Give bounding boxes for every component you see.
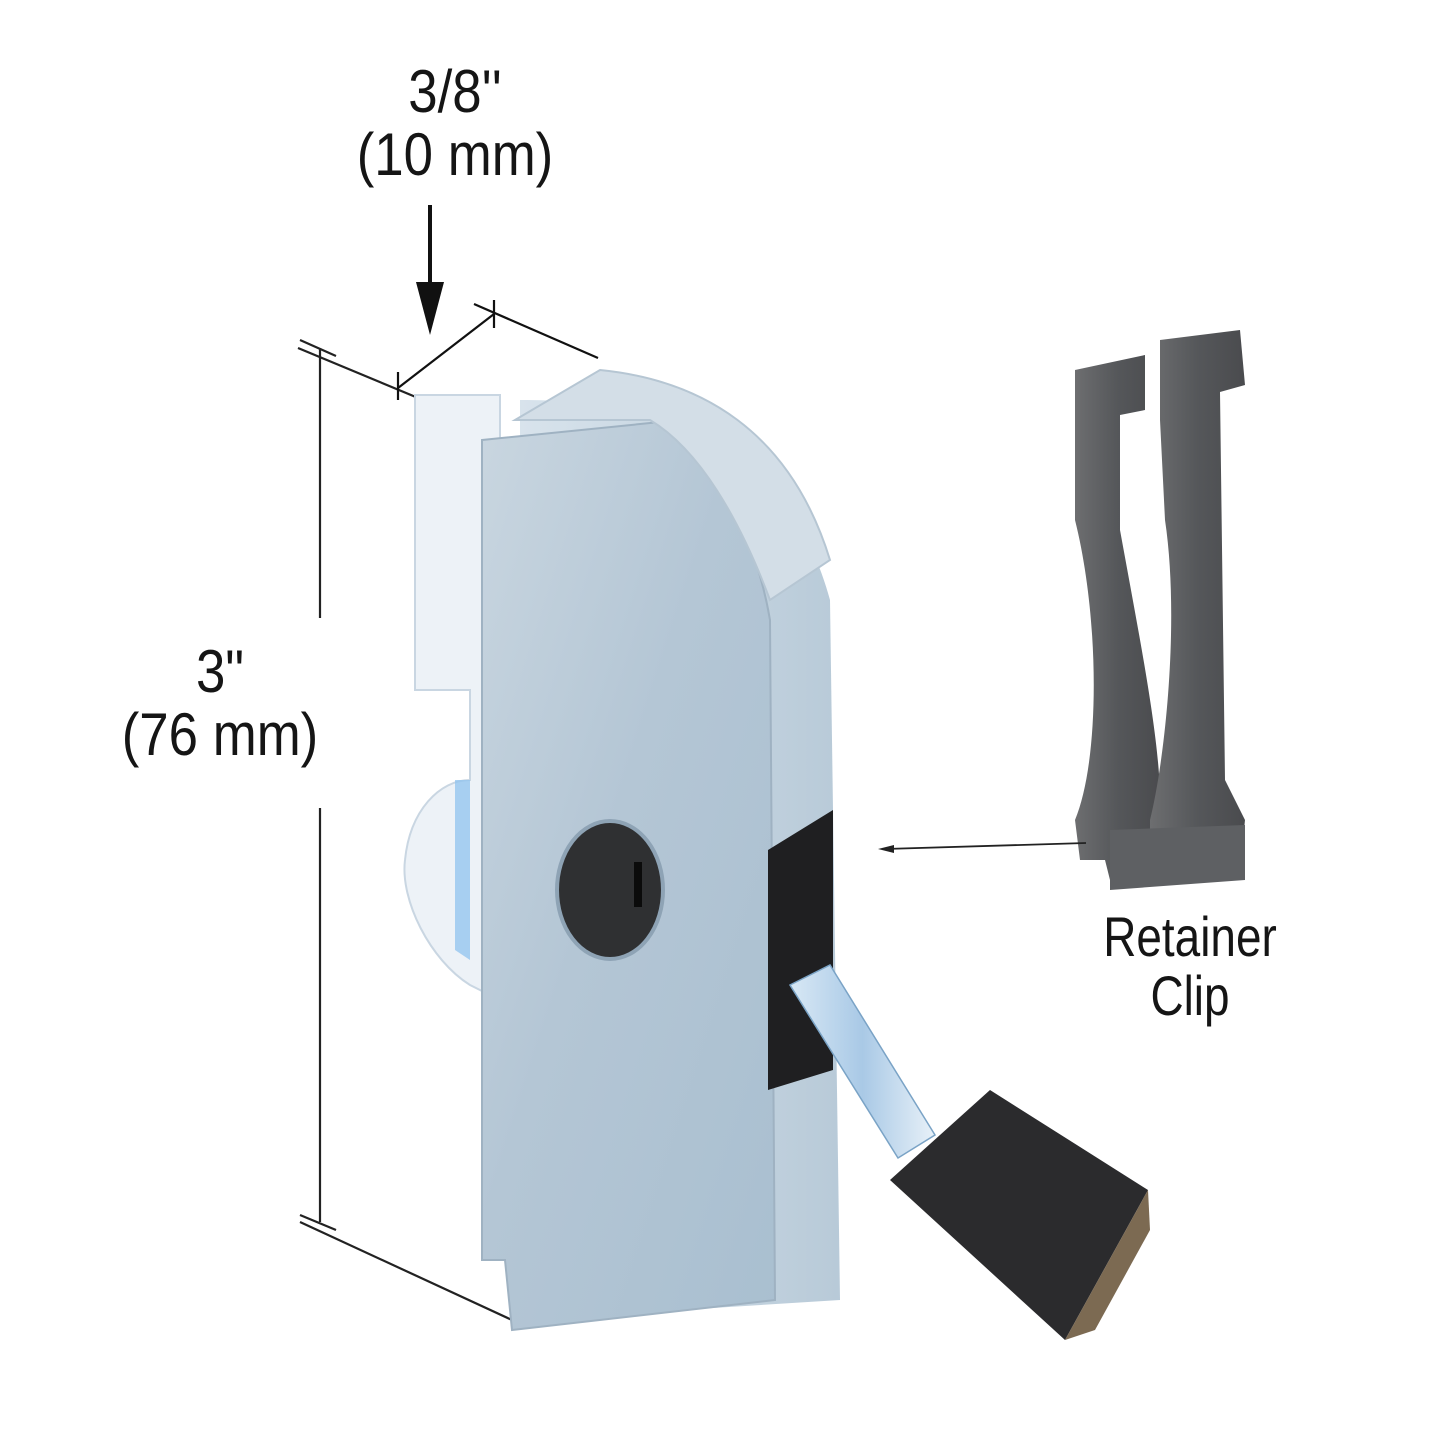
side-slot	[768, 810, 833, 1090]
depth-metric: (10 mm)	[356, 121, 554, 188]
retainer-clip-label-line2: Clip	[1150, 963, 1230, 1027]
depth-arrow-icon	[416, 205, 444, 335]
depth-dimension-label: 3/8'' (10 mm)	[310, 60, 600, 186]
depth-dimension-line	[396, 300, 599, 400]
lever-handle	[890, 1090, 1150, 1340]
depth-imperial: 3/8''	[408, 58, 502, 125]
retainer-clip-label: Retainer Clip	[1067, 905, 1313, 1027]
height-imperial: 3"	[195, 638, 245, 705]
retainer-clip-pointer	[878, 842, 1087, 853]
lock-hook	[403, 394, 501, 1002]
retainer-clip-label-line1: Retainer	[1103, 905, 1277, 968]
height-dimension-label: 3" (76 mm)	[88, 640, 352, 766]
lever-rod	[788, 964, 937, 1160]
key-cylinder	[555, 819, 665, 961]
retainer-clip	[1075, 330, 1245, 890]
height-metric: (76 mm)	[121, 701, 319, 768]
